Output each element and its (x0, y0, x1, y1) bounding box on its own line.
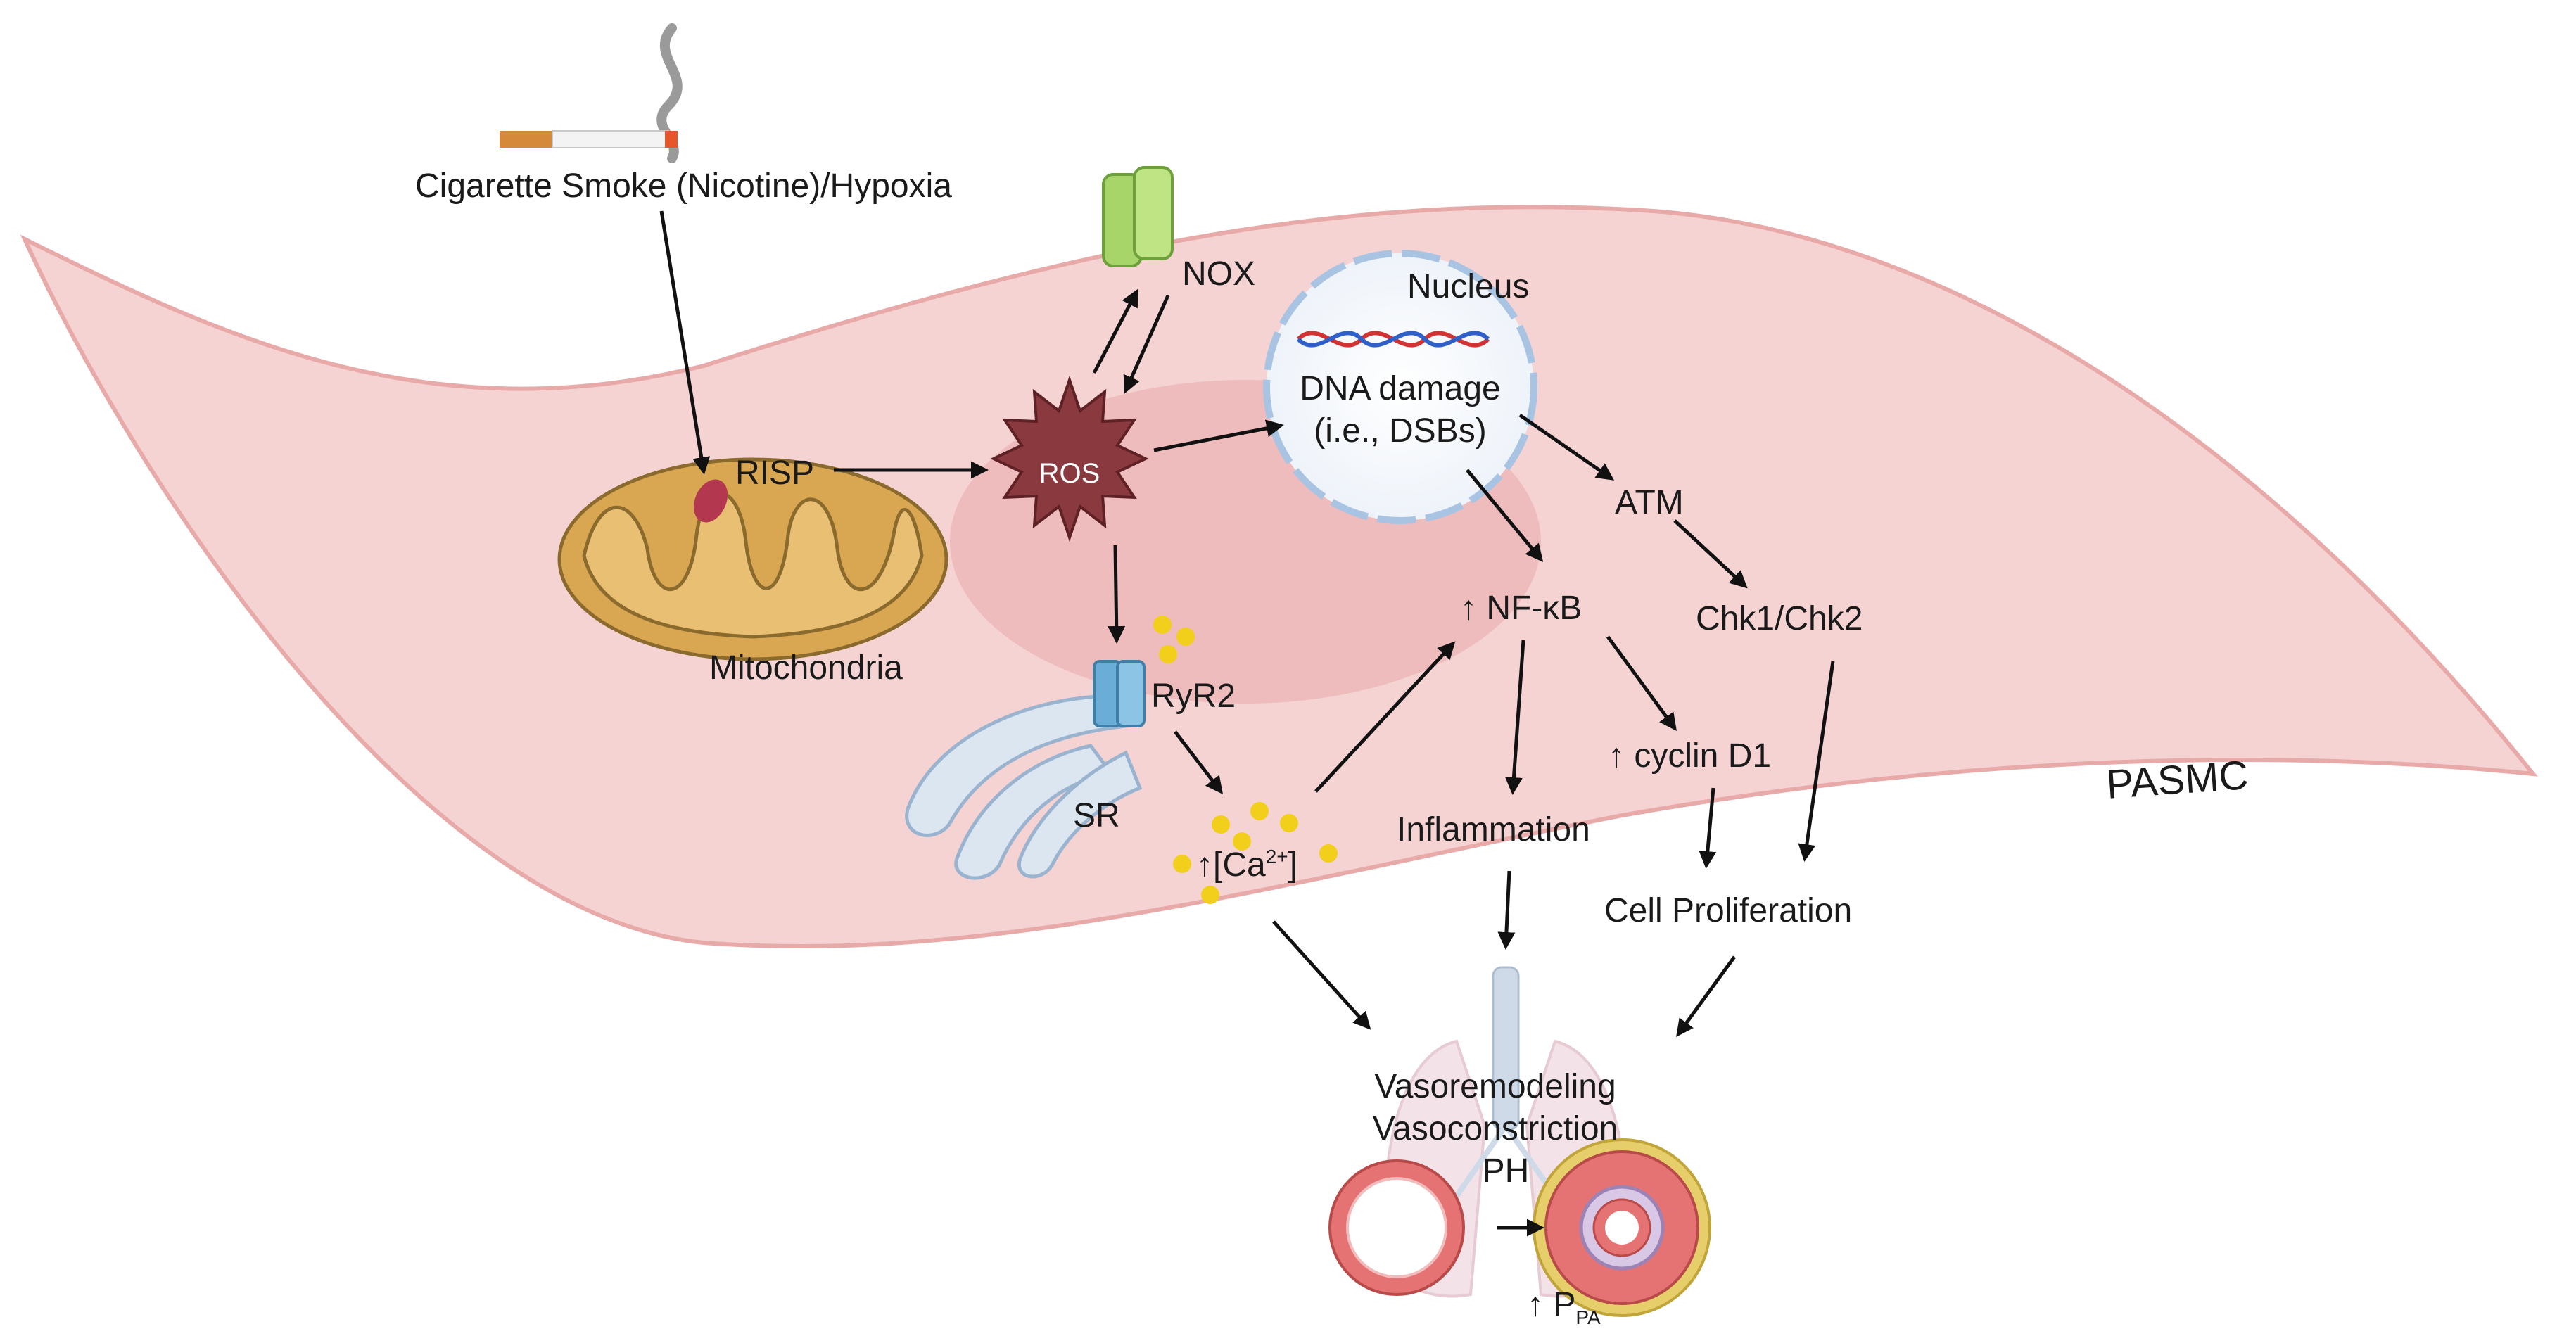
calcium-superscript: 2+ (1266, 846, 1288, 867)
ppa-label: ↑ PPA (1527, 1286, 1601, 1328)
ryr2-label: RyR2 (1151, 677, 1236, 715)
risp-label: RISP (735, 454, 814, 492)
pathway-arrows (659, 210, 1835, 1237)
mitochondria-icon (557, 457, 948, 661)
nucleus-icon (1263, 250, 1537, 524)
normal-vessel-icon (1328, 1159, 1465, 1296)
dna-damage-label-line2: (i.e., DSBs) (1314, 412, 1486, 450)
calcium-label: ↑[Ca2+] (1196, 846, 1297, 884)
trigger-label: Cigarette Smoke (Nicotine)/Hypoxia (415, 167, 952, 205)
calcium-dots-upper (1153, 616, 1195, 663)
vasoremodeling-label: Vasoremodeling (1374, 1068, 1616, 1105)
ppa-prefix: ↑ P (1527, 1286, 1575, 1323)
calcium-prefix: ↑[Ca (1196, 846, 1266, 884)
cell-proliferation-label: Cell Proliferation (1604, 892, 1852, 929)
mitochondria-label: Mitochondria (709, 649, 903, 687)
calcium-dots-lower (1173, 802, 1338, 904)
nfkb-label: ↑ NF-κB (1460, 590, 1582, 627)
cigarette-icon (500, 23, 683, 163)
vasoconstriction-label: Vasoconstriction (1373, 1110, 1618, 1147)
chk-label: Chk1/Chk2 (1696, 600, 1863, 637)
nox-label: NOX (1182, 255, 1255, 293)
sr-label: SR (1073, 797, 1120, 834)
nox-icon (1102, 166, 1174, 267)
calcium-suffix: ] (1288, 846, 1297, 884)
sr-icon (905, 694, 1143, 880)
ppa-subscript: PA (1575, 1306, 1601, 1328)
ph-label: PH (1483, 1152, 1530, 1190)
pasmc-label: PASMC (2105, 752, 2250, 808)
inflammation-label: Inflammation (1397, 811, 1590, 848)
ros-icon (990, 375, 1149, 542)
dna-damage-label-line1: DNA damage (1300, 370, 1501, 407)
atm-label: ATM (1615, 484, 1684, 521)
ryr2-icon (1093, 660, 1146, 727)
ros-label: ROS (1039, 458, 1100, 489)
nucleus-label: Nucleus (1407, 268, 1529, 305)
cyclin-label: ↑ cyclin D1 (1608, 737, 1771, 775)
